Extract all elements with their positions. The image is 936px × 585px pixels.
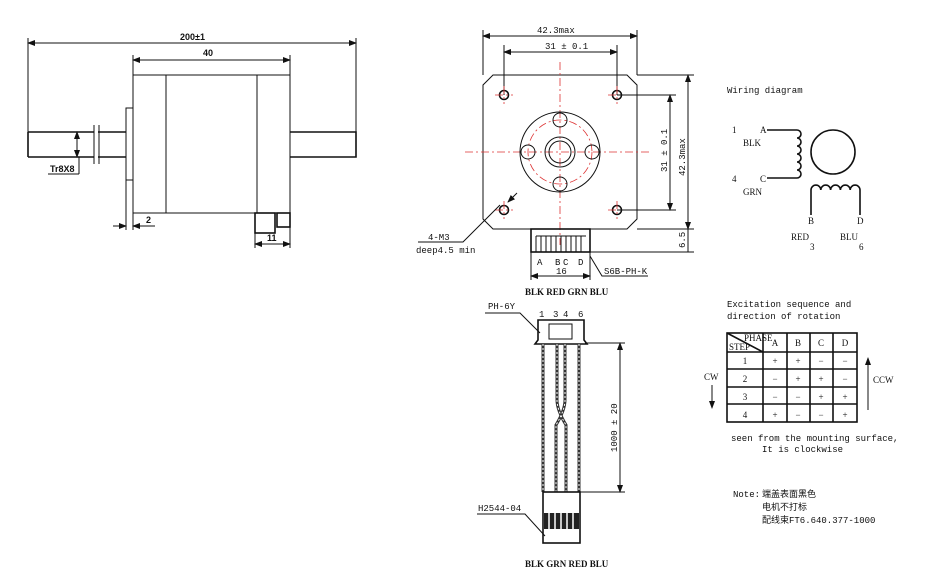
thread-label: Tr8X8 [50,164,75,174]
phase-cell: + [842,410,847,420]
phase-cell: + [795,356,800,366]
step-cell: 3 [743,392,748,402]
note-line-1: 端盖表面黑色 [762,488,816,500]
column-header: C [818,338,824,348]
phase-cell: + [842,392,847,402]
excitation-title-2: direction of rotation [727,312,840,322]
excitation-title-1: Excitation sequence and [727,300,851,310]
phase-cell: − [842,374,847,384]
coil-b-d [810,184,861,215]
footnote-2: It is clockwise [762,445,843,455]
motor-face [482,74,638,230]
wiring-title: Wiring diagram [727,86,803,96]
pin-d-number: 6 [859,242,864,252]
ccw-label: CCW [873,375,894,385]
front-view: 42.3max 31 ± 0.1 31 ± 0.1 42.3max 6.5 A … [416,26,694,297]
pin-b-color: RED [791,232,810,242]
phase-header: PHASE [744,333,773,343]
height-max-dim: 42.3max [678,138,688,176]
pin-a-color: BLK [743,138,762,148]
motor-body [132,74,291,214]
pin-d: D [857,216,864,226]
pin-4-label: 4 [563,310,568,320]
phase-cell: + [795,374,800,384]
pin-c-label: C [563,258,569,268]
phase-cell: − [818,356,823,366]
step-cell: 2 [743,374,748,384]
front-wire-colors: BLK RED GRN BLU [525,287,609,297]
boss [519,111,601,193]
top-connector-label: PH-6Y [488,302,516,312]
pin-b-label: B [555,258,561,268]
phase-cell: − [842,356,847,366]
pin-a: A [760,125,767,135]
mounting-holes [495,86,626,219]
pin-c: C [760,174,766,184]
pin-3-label: 3 [553,310,558,320]
bottom-connector-label: H2544-04 [478,504,521,514]
hole-depth-label: deep4.5 min [416,246,475,256]
step-cell: 4 [743,410,748,420]
phase-cell: + [818,374,823,384]
lead-screw [27,131,126,158]
note-label: Note: [733,490,760,500]
pin-d-label: D [578,258,583,268]
cable-length-dim: 1000 ± 20 [610,403,620,452]
phase-cell: + [818,392,823,402]
side-connector [254,212,276,234]
pin-c-color: GRN [743,187,763,197]
excitation-table: Excitation sequence and direction of rot… [704,300,898,455]
shaft [548,140,572,164]
connector-part-label: S6B-PH-K [604,267,648,277]
side-view: 200±1 40 Tr8X8 2 11 [27,32,357,248]
phase-cell: − [772,374,777,384]
phase-cell: − [818,410,823,420]
pin-b: B [808,216,814,226]
phase-cell: + [772,356,777,366]
cable-assembly: PH-6Y 1 3 4 6 1000 ± 20 H2544-04 BLK GRN… [477,302,625,569]
ph-connector [533,319,589,345]
flange-dim: 2 [146,215,151,225]
step-cell: 1 [743,356,748,366]
overall-length-dim: 200±1 [180,32,205,42]
hole-spacing-dim: 31 ± 0.1 [545,42,588,52]
cable-wire-colors: BLK GRN RED BLU [525,559,609,569]
phase-cell: + [772,410,777,420]
pin-c-number: 4 [732,174,737,184]
wiring-diagram: Wiring diagram 1 A BLK 4 C GRN B D RED 3… [727,86,864,252]
holes-label: 4-M3 [428,233,450,243]
column-header: A [772,338,779,348]
pin-a-number: 1 [732,125,737,135]
note-line-3: 配线束FT6.640.377-1000 [762,514,875,526]
note: Note: 端盖表面黑色 电机不打标 配线束FT6.640.377-1000 [733,488,875,526]
note-line-2: 电机不打标 [762,501,807,513]
pin-a-label: A [537,258,543,268]
h2544-connector [542,491,581,544]
step-header: STEP [729,342,750,352]
cw-label: CW [704,372,719,382]
connector-height-dim: 6.5 [678,232,688,248]
column-header: D [842,338,849,348]
body-length-dim: 40 [203,48,213,58]
connector-dim: 11 [267,233,277,243]
phase-cell: − [772,392,777,402]
footnote-1: seen from the mounting surface, [731,434,898,444]
wires [541,344,581,492]
coil-a-c [767,129,802,179]
phase-cell: − [795,410,800,420]
connector-width-dim: 16 [556,267,567,277]
pin-1-label: 1 [539,310,544,320]
flange [125,107,134,181]
pin-b-number: 3 [810,242,815,252]
pin-d-color: BLU [840,232,859,242]
pin-6-label: 6 [578,310,583,320]
column-header: B [795,338,801,348]
width-max-dim: 42.3max [537,26,575,36]
rotor [810,129,856,175]
phase-cell: − [795,392,800,402]
rear-shaft [290,131,357,158]
hole-spacing-v-dim: 31 ± 0.1 [660,129,670,172]
